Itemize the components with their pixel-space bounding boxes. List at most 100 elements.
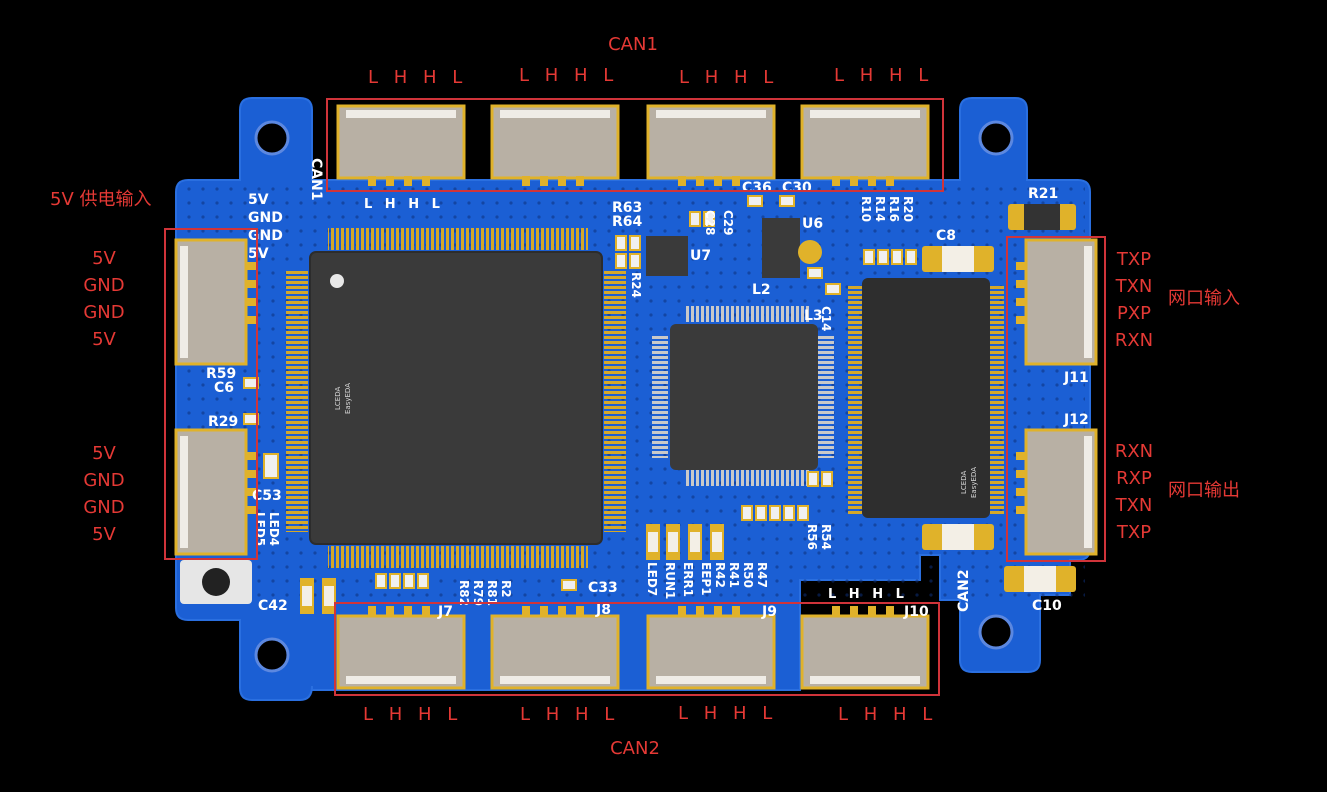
silk-u6: U6 [802,216,823,232]
silk-j9: J9 [761,604,777,620]
silk-r42: R42 [713,562,727,588]
silk-c29: C29 [721,210,735,236]
net-out-pins: RXN RXP TXN TXP [1108,438,1160,546]
net-output-label: 网口输出 [1168,480,1240,501]
silk-power-pin-1: 5V [248,192,269,208]
silk-r64: R64 [612,214,643,230]
silk-r2: R2 [499,580,513,598]
silk-c6: C6 [214,380,234,396]
ethernet-chip [848,278,1004,518]
can2-lhhl-1: L H H L [363,704,463,725]
silk-c10: C10 [1032,598,1062,614]
silk-easyeda-2: EasyEDA [970,467,978,498]
silk-r47: R47 [755,562,769,588]
silk-can2: CAN2 [956,569,972,612]
net-pin-label: RXN [1114,330,1154,351]
can1-title: CAN1 [608,34,658,55]
silk-power-pin-4: 5V [248,246,269,262]
silk-j7: J7 [437,604,453,620]
silk-r59: R59 [206,366,236,382]
power-pin-label: 5V [92,443,116,464]
can1-lhhl-2: L H H L [519,65,619,86]
silk-c8: C8 [936,228,956,244]
net-input-label: 网口输入 [1168,288,1240,309]
main-mcu-chip [286,228,626,568]
can1-lhhl-1: L H H L [368,67,468,88]
net-pin-label: RXN [1114,441,1154,462]
silk-r21: R21 [1028,186,1058,202]
silk-power-pin-2: GND [248,210,283,226]
silk-r81: R81 [485,580,499,606]
silk-r63: R63 [612,200,642,216]
power-input-label: 5V 供电输入 [50,189,152,210]
silk-lhhl-top: L H H L [364,197,444,212]
net-pin-label: TXP [1116,249,1152,270]
silk-l3: L3 [804,308,823,324]
power-pins-bottom: 5V GND GND 5V [78,440,130,548]
power-pin-label: GND [83,470,125,491]
silk-j12: J12 [1063,412,1089,428]
can1-connectors [336,104,930,186]
can2-connectors [336,606,930,690]
silk-r54: R54 [819,524,833,550]
silk-c30: C30 [782,180,812,196]
silk-r79: R79 [471,580,485,606]
power-pins-top: 5V GND GND 5V [78,245,130,353]
silk-lhhl-bottom: L H H L [828,587,908,602]
silk-r56: R56 [805,524,819,550]
silk-lceda-2: LCEDA [960,471,968,494]
power-pin-label: 5V [92,524,116,545]
silk-led4: LED4 [267,512,281,546]
can1-lhhl-4: L H H L [834,65,934,86]
net-pin-label: TXN [1115,495,1153,516]
can2-lhhl-4: L H H L [838,704,938,725]
net-in-pins: TXP TXN PXP RXN [1108,246,1160,354]
silk-c33: C33 [588,580,618,596]
silk-j10: J10 [903,604,929,620]
mount-hole [978,120,1014,156]
silk-c28: C28 [703,210,717,236]
power-pin-label: 5V [92,248,116,269]
silk-r50: R50 [741,562,755,588]
power-highlight-box [164,228,258,560]
silk-r41: R41 [727,562,741,588]
secondary-chip [652,306,834,486]
net-pin-label: TXN [1115,276,1153,297]
silk-r10: R10 [859,196,873,222]
silk-r29: R29 [208,414,238,430]
silk-r20: R20 [901,196,915,222]
silk-c14: C14 [819,306,833,332]
can2-lhhl-2: L H H L [520,704,620,725]
silk-c42: C42 [258,598,288,614]
power-pin-label: GND [83,302,125,323]
silk-r82: R82 [457,580,471,606]
silk-eep1: EEP1 [699,562,713,596]
silk-r24: R24 [629,272,643,298]
power-connectors [174,238,256,556]
silk-easyeda-1: EasyEDA [344,383,352,414]
can1-lhhl-3: L H H L [679,67,779,88]
power-pin-label: GND [83,497,125,518]
power-pin-label: GND [83,275,125,296]
silk-led7: LED7 [645,562,659,596]
silk-u7: U7 [690,248,711,264]
u7-chip [646,236,688,276]
silk-err1: ERR1 [681,562,695,597]
silk-r16: R16 [887,196,901,222]
mount-hole [978,614,1014,650]
can2-lhhl-3: L H H L [678,703,778,724]
ethernet-highlight-box [1006,236,1106,562]
silk-l2: L2 [752,282,771,298]
silk-j8: J8 [595,602,611,618]
silk-can1: CAN1 [308,158,324,201]
u6-chip [762,218,800,278]
power-pin-label: 5V [92,329,116,350]
ethernet-connectors [1016,238,1098,556]
mount-hole [254,120,290,156]
silk-run1: RUN1 [663,562,677,599]
silk-j11: J11 [1063,370,1089,386]
net-pin-label: RXP [1116,468,1152,489]
silk-r14: R14 [873,196,887,222]
silk-c53: C53 [252,488,282,504]
